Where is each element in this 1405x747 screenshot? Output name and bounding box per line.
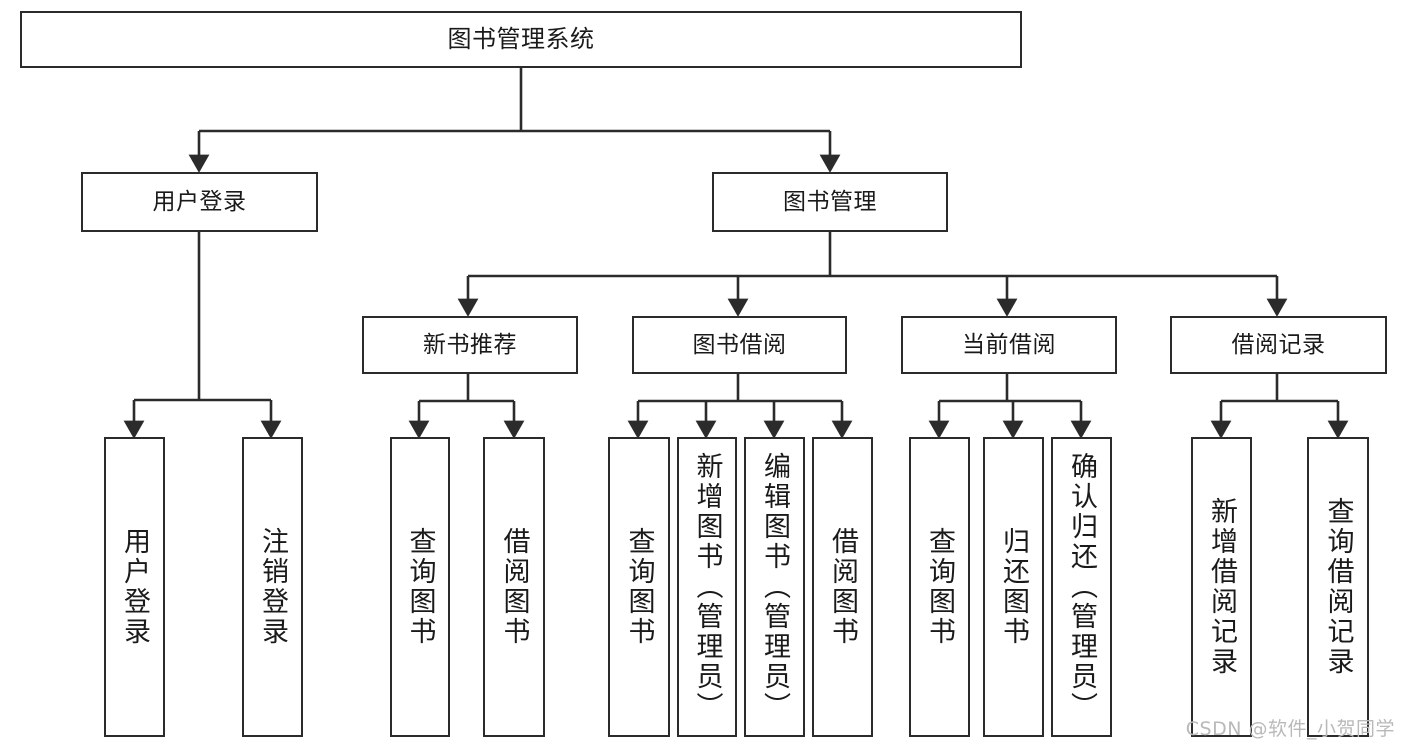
csdn-watermark: CSDN @软件_小贺同学: [1185, 718, 1395, 740]
node-label: 注销登录: [257, 527, 288, 647]
node-leaf-add-borrow-record[interactable]: 新增借阅记录: [1191, 437, 1252, 737]
node-leaf-edit-book-admin[interactable]: 编辑图书（管理员）: [744, 437, 805, 737]
node-leaf-borrow-book-1[interactable]: 借阅图书: [483, 437, 545, 737]
node-leaf-query-borrow-record[interactable]: 查询借阅记录: [1307, 437, 1369, 737]
node-label: 查询图书: [404, 527, 436, 647]
node-label: 新书推荐: [423, 331, 517, 358]
node-borrow-record[interactable]: 借阅记录: [1170, 316, 1387, 374]
node-label: 新增图书（管理员）: [691, 452, 723, 722]
node-label: 借阅图书: [827, 527, 858, 647]
node-label: 图书管理系统: [447, 24, 595, 53]
node-label: 编辑图书（管理员）: [759, 452, 790, 722]
node-label: 用户登录: [152, 188, 247, 215]
node-user-login[interactable]: 用户登录: [81, 172, 318, 232]
node-label: 用户登录: [119, 527, 150, 647]
node-label: 查询图书: [924, 527, 955, 647]
node-label: 新增借阅记录: [1206, 497, 1237, 677]
node-label: 图书借阅: [692, 331, 787, 358]
node-label: 归还图书: [998, 527, 1029, 647]
node-book-management-system[interactable]: 图书管理系统: [20, 11, 1022, 68]
node-leaf-user-login[interactable]: 用户登录: [104, 437, 165, 737]
node-new-book-recommend[interactable]: 新书推荐: [362, 316, 578, 374]
node-label: 查询借阅记录: [1322, 497, 1354, 677]
node-leaf-logout-login[interactable]: 注销登录: [242, 437, 303, 737]
node-book-management[interactable]: 图书管理: [712, 172, 948, 232]
node-label: 借阅记录: [1231, 331, 1326, 358]
node-leaf-return-book[interactable]: 归还图书: [983, 437, 1044, 737]
node-leaf-add-book-admin[interactable]: 新增图书（管理员）: [677, 437, 737, 737]
node-label: 图书管理: [783, 188, 877, 215]
node-label: 查询图书: [623, 527, 655, 647]
node-label: 当前借阅: [962, 331, 1056, 358]
node-leaf-query-book-1[interactable]: 查询图书: [390, 437, 450, 737]
node-leaf-query-book-3[interactable]: 查询图书: [909, 437, 970, 737]
node-leaf-query-book-2[interactable]: 查询图书: [608, 437, 670, 737]
node-leaf-confirm-return-admin[interactable]: 确认归还（管理员）: [1051, 437, 1112, 737]
node-book-borrow[interactable]: 图书借阅: [632, 316, 847, 374]
node-leaf-borrow-book-2[interactable]: 借阅图书: [812, 437, 873, 737]
node-label: 确认归还（管理员）: [1066, 452, 1097, 722]
node-current-borrow[interactable]: 当前借阅: [901, 316, 1117, 374]
node-label: 借阅图书: [498, 527, 530, 647]
